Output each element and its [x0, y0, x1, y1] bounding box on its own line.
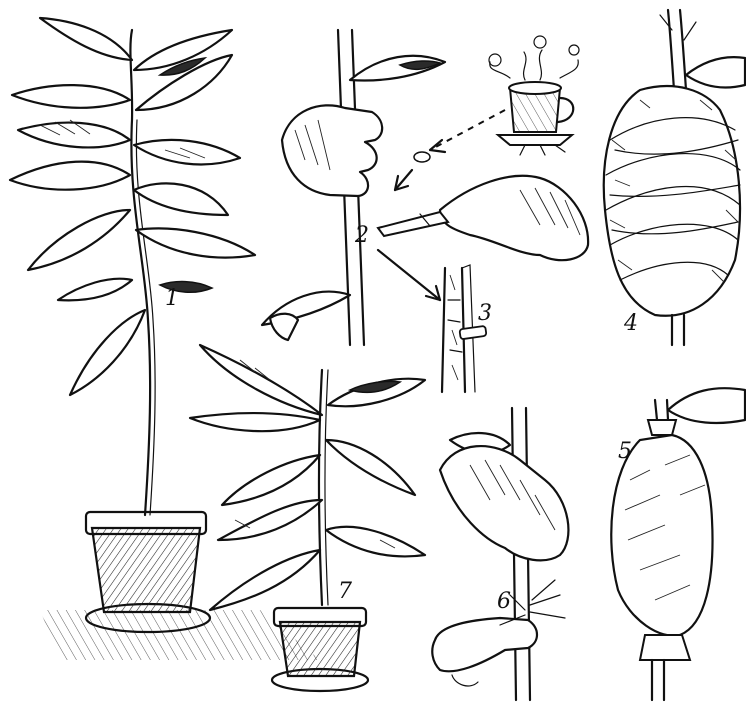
plant-1-leaf	[10, 162, 130, 190]
plant-1-leaf	[40, 18, 132, 60]
lower-hand	[432, 618, 537, 671]
pot-7	[280, 622, 360, 676]
step-5-bag-wrap	[611, 388, 745, 700]
step-label-6: 6	[497, 589, 511, 614]
plant-1-leaf	[28, 210, 130, 270]
plant-1-leaf	[134, 140, 240, 165]
cup-icon	[489, 36, 579, 155]
plant-1-leaf	[18, 123, 130, 148]
detail-arrow	[378, 250, 440, 300]
pot-1	[92, 528, 200, 612]
step-label-1: 1	[165, 286, 179, 311]
plant-1-leaf	[134, 183, 228, 215]
step-label-7: 7	[338, 579, 352, 604]
dashed-arrow	[430, 110, 505, 150]
step-3-cut-detail	[442, 265, 487, 392]
drop-icon	[414, 152, 430, 162]
left-hand	[282, 105, 382, 196]
plant-1-leaf	[58, 279, 132, 301]
upper-hand	[440, 446, 568, 560]
step-label-2: 2	[354, 223, 369, 248]
knife-blade	[378, 212, 448, 236]
step-label-4: 4	[623, 311, 638, 336]
plant-1-leaf	[136, 228, 255, 257]
step-6-separate	[432, 408, 568, 700]
right-hand	[440, 176, 588, 260]
plastic-bag	[611, 435, 712, 636]
step-2-cut	[262, 30, 588, 345]
plant-1-leaf	[12, 85, 130, 108]
plant-1-leaf	[70, 310, 145, 395]
step-4-moss-wrap	[604, 10, 745, 345]
step-label-3: 3	[478, 301, 492, 326]
step-label-5: 5	[618, 439, 632, 464]
floor-shadow	[40, 610, 320, 660]
plant-1-mother-plant	[10, 18, 320, 660]
